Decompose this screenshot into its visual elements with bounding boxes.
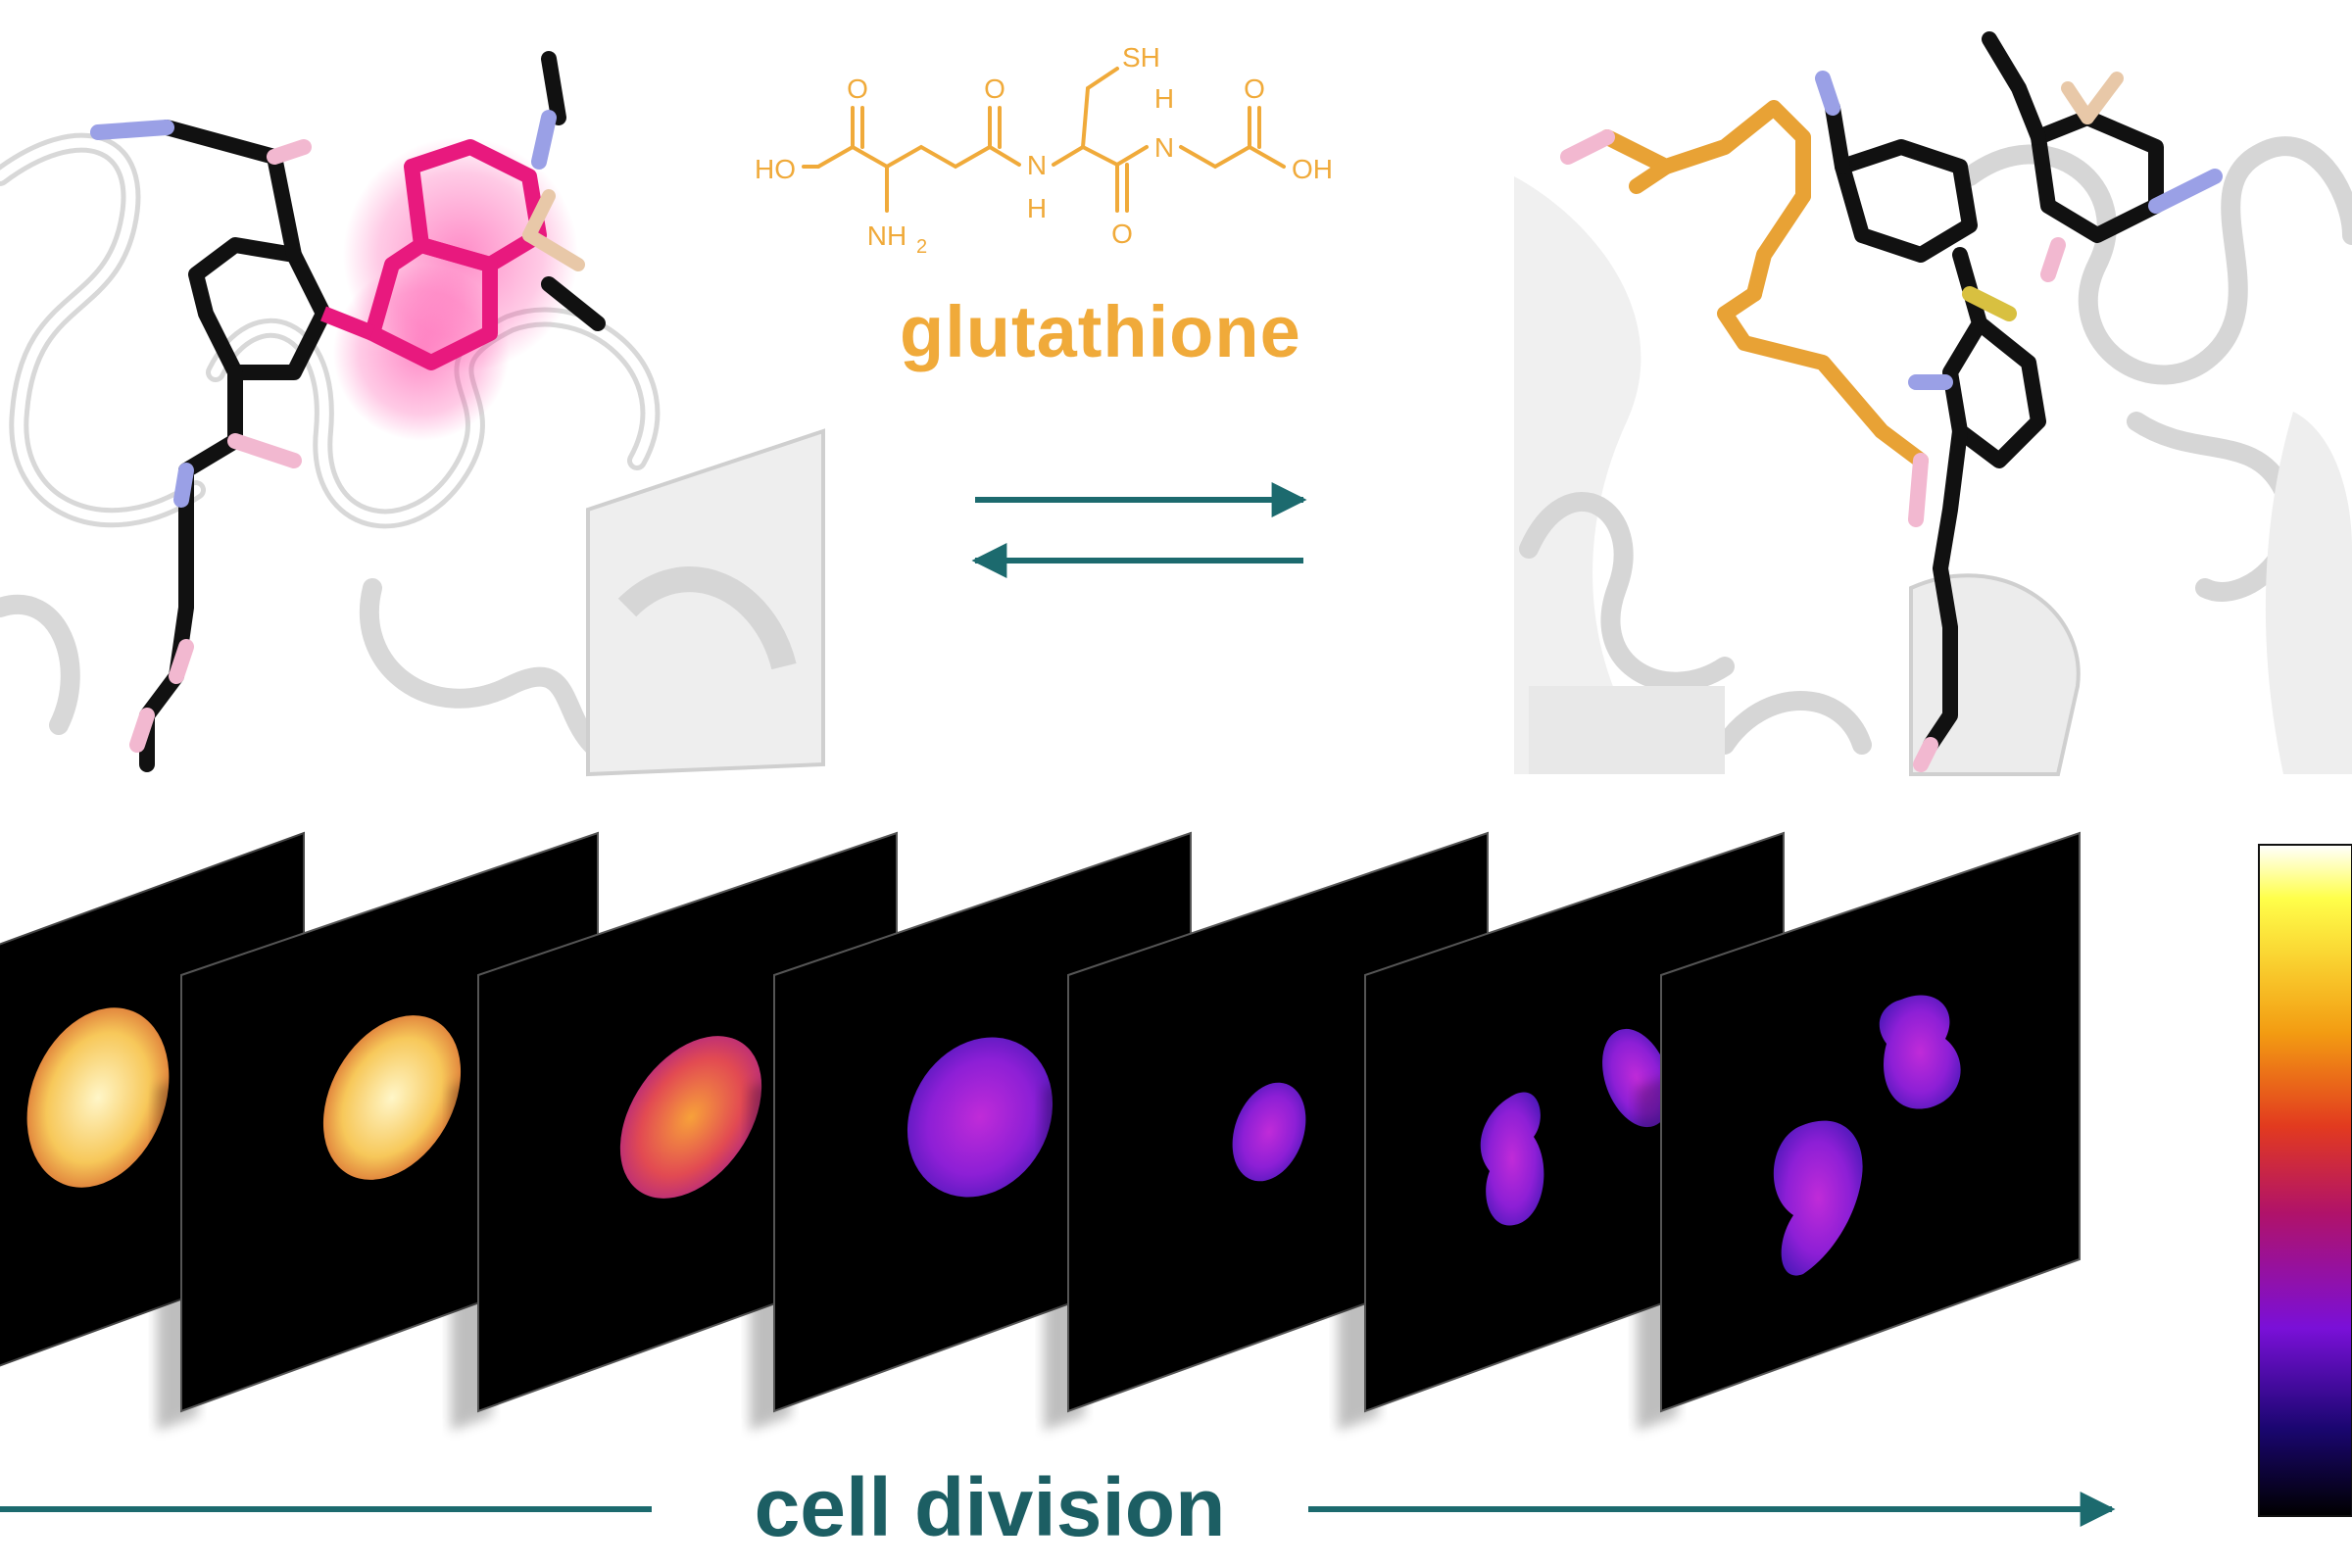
glutathione-structure	[802, 67, 1286, 213]
nucleus-7b	[1879, 995, 1961, 1109]
atom-label-nh2-sub: 2	[916, 236, 927, 258]
atom-label-h1: H	[1027, 193, 1047, 223]
frame-7	[1637, 831, 2081, 1431]
atom-label-sh: SH	[1122, 42, 1160, 73]
atom-label-nh2: NH	[867, 220, 906, 251]
atom-label-o1: O	[847, 74, 868, 104]
atom-label-oh: OH	[1292, 154, 1333, 184]
atom-label-h2: H	[1154, 83, 1174, 114]
nucleus-3	[619, 1036, 762, 1199]
left-protein-panel	[0, 51, 825, 777]
atom-label-o2: O	[984, 74, 1005, 104]
right-protein-panel	[1514, 31, 2352, 776]
atom-label-o3: O	[1111, 219, 1133, 249]
nucleus-1	[26, 1007, 170, 1188]
nucleus-5	[1232, 1082, 1306, 1182]
nucleus-6a	[1480, 1092, 1544, 1226]
equilibrium-arrows	[971, 482, 1307, 578]
intensity-colorbar	[2258, 844, 2352, 1517]
nucleus-2	[322, 1015, 462, 1180]
atom-label-n2: N	[1154, 132, 1174, 163]
nucleus-4	[906, 1037, 1054, 1198]
microscopy-sequence	[0, 831, 2081, 1431]
atom-label-o4: O	[1244, 74, 1265, 104]
glutathione-atom-labels: O HO NH 2 O N H SH H N O O OH	[755, 42, 1333, 258]
nucleus-7a	[1773, 1120, 1863, 1276]
atom-label-n1: N	[1027, 150, 1047, 180]
atom-label-ho: HO	[755, 154, 796, 184]
